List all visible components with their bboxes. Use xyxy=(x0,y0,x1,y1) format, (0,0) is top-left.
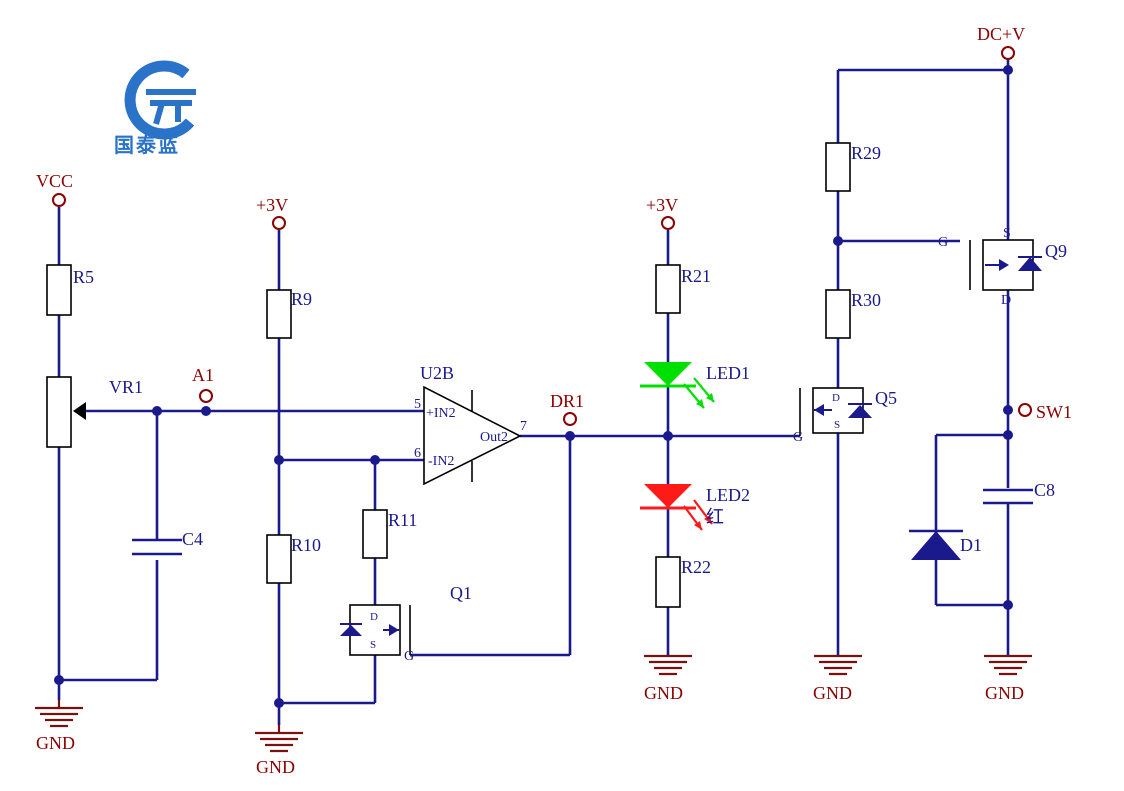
opamp-out: Out2 xyxy=(480,430,508,445)
opamp-in-plus: +IN2 xyxy=(426,406,456,421)
ground-symbols xyxy=(35,654,1032,753)
opamp-pin-6: 6 xyxy=(414,446,421,461)
ground-r10 xyxy=(255,725,303,753)
label-led2: LED2 xyxy=(706,485,750,505)
diode-d1 xyxy=(909,529,963,560)
ground-sw1 xyxy=(984,654,1032,676)
label-r22: R22 xyxy=(681,557,711,577)
v3-pin-b xyxy=(661,216,675,230)
net-label-gnd-2: GND xyxy=(256,757,295,777)
label-r21: R21 xyxy=(681,266,711,286)
opamp-pin-7: 7 xyxy=(520,419,527,434)
mosfet-q9 xyxy=(969,239,1042,291)
label-led1: LED1 xyxy=(706,363,750,383)
net-label-gnd-5: GND xyxy=(985,683,1024,703)
potentiometer-vr1 xyxy=(46,376,86,448)
net-label-dcv: DC+V xyxy=(977,24,1025,44)
wires xyxy=(57,56,1010,725)
sw1-pin xyxy=(1018,403,1032,417)
net-label-gnd-1: GND xyxy=(36,733,75,753)
led1 xyxy=(640,362,715,409)
q9-source-label: S xyxy=(1003,226,1011,241)
label-r29: R29 xyxy=(851,143,881,163)
ground-led xyxy=(644,654,692,676)
label-r11: R11 xyxy=(388,510,417,530)
capacitor-c8 xyxy=(983,488,1033,505)
net-label-a1: A1 xyxy=(192,365,214,385)
v3-pin-a xyxy=(272,216,286,230)
capacitor-c4 xyxy=(132,538,182,556)
q9-gate-label: G xyxy=(938,235,948,250)
q9-drain-label: D xyxy=(1001,293,1011,308)
q1-source-label: S xyxy=(370,639,376,651)
q1-gate-label: G xyxy=(404,649,414,664)
resistors xyxy=(46,142,851,608)
q5-drain-label: D xyxy=(832,392,840,404)
mosfet-q5 xyxy=(799,387,872,436)
net-pins xyxy=(52,46,1032,426)
label-q5: Q5 xyxy=(875,388,897,408)
vcc-pin xyxy=(52,193,66,207)
opamp-u2b xyxy=(423,385,522,486)
company-logo: 国泰蓝 xyxy=(114,60,196,157)
ground-q5 xyxy=(814,654,862,676)
label-led2-note: 红 xyxy=(706,507,724,527)
label-r5: R5 xyxy=(73,267,94,287)
net-label-3v-b: +3V xyxy=(646,195,678,215)
label-r10: R10 xyxy=(291,535,321,555)
q1-drain-label: D xyxy=(370,611,378,623)
label-q1: Q1 xyxy=(450,583,472,603)
logo-text: 国泰蓝 xyxy=(114,133,180,157)
a1-pin xyxy=(199,389,213,403)
label-r9: R9 xyxy=(291,289,312,309)
net-label-vcc: VCC xyxy=(36,171,73,191)
label-c4: C4 xyxy=(182,529,203,549)
label-u2b: U2B xyxy=(420,363,454,383)
ground-vr1 xyxy=(35,700,83,728)
junctions xyxy=(54,65,1013,708)
dcv-pin xyxy=(1001,46,1015,60)
label-c8: C8 xyxy=(1034,480,1055,500)
mosfet-q1 xyxy=(340,604,411,656)
q5-gate-label: G xyxy=(793,430,803,445)
dr1-pin xyxy=(563,412,577,426)
net-label-sw1: SW1 xyxy=(1036,402,1072,422)
net-label-gnd-3: GND xyxy=(644,683,683,703)
led2 xyxy=(640,484,713,531)
opamp-in-minus: -IN2 xyxy=(428,454,454,469)
label-r30: R30 xyxy=(851,290,881,310)
net-label-gnd-4: GND xyxy=(813,683,852,703)
label-vr1: VR1 xyxy=(109,377,143,397)
net-label-3v-a: +3V xyxy=(256,195,288,215)
label-q9: Q9 xyxy=(1045,241,1067,261)
net-label-dr1: DR1 xyxy=(550,391,584,411)
q5-source-label: S xyxy=(834,419,840,431)
opamp-pin-5: 5 xyxy=(414,397,421,412)
label-d1: D1 xyxy=(960,535,982,555)
